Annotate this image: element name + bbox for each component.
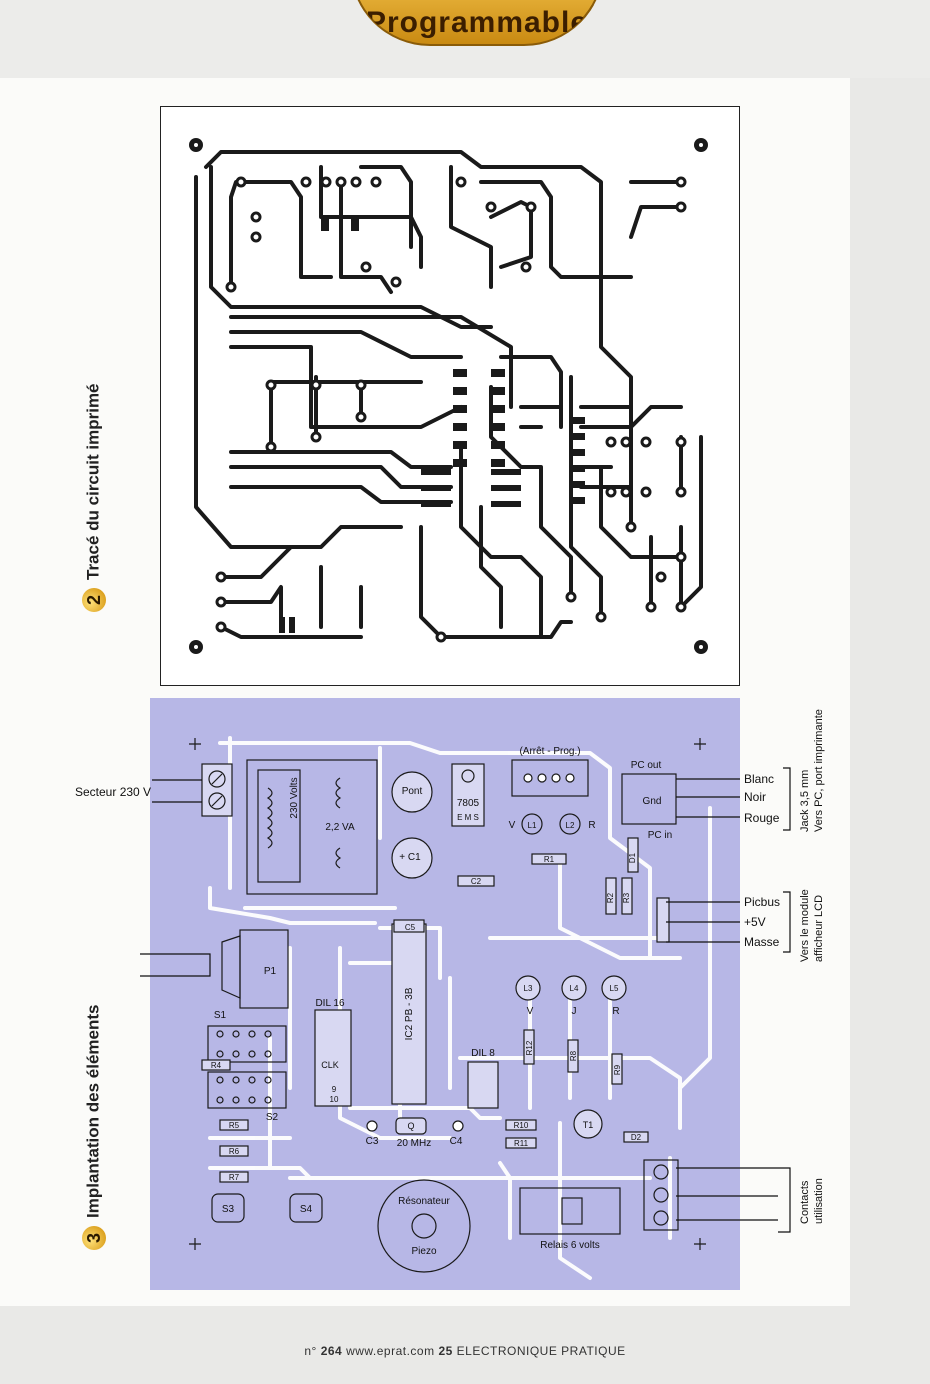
contacts-label: Contacts xyxy=(799,1180,811,1224)
r2-label: R2 xyxy=(606,892,615,903)
resonateur-label: Résonateur xyxy=(398,1196,450,1207)
gnd-label: Gnd xyxy=(643,796,662,807)
website: www.eprat.com xyxy=(346,1344,435,1358)
r1-label: R1 xyxy=(544,855,555,864)
regulator-pins-label: E M S xyxy=(457,813,479,822)
p1-label: P1 xyxy=(264,966,277,977)
clk-label: CLK xyxy=(321,1060,339,1070)
l4-label: L4 xyxy=(570,984,579,993)
jack-label: Jack 3,5 mm xyxy=(799,769,811,832)
l4-color-label: J xyxy=(572,1006,577,1017)
l5-color-label: R xyxy=(612,1006,619,1017)
pont-label: Pont xyxy=(402,786,423,797)
ic2-label: IC2 PB - 3B xyxy=(404,987,415,1040)
pc-in-label: PC in xyxy=(648,830,672,841)
c5-label: C5 xyxy=(405,923,416,932)
r10-label: R10 xyxy=(514,1121,529,1130)
d1-label: D1 xyxy=(628,852,637,863)
l3-label: L3 xyxy=(524,984,533,993)
s3-label: S3 xyxy=(222,1204,235,1215)
pcb-trace-artwork xyxy=(189,138,708,654)
picbus-label: Picbus xyxy=(744,895,781,909)
r6-label: R6 xyxy=(229,1147,240,1156)
r8-label: R8 xyxy=(569,1050,578,1061)
pcb-trace-figure xyxy=(160,106,740,686)
l2-label: L2 xyxy=(566,821,575,830)
quartz-frequency-label: 20 MHz xyxy=(397,1138,431,1149)
jack-note: Jack 3,5 mm Vers PC, port imprimante xyxy=(798,709,826,832)
pin10-label: 10 xyxy=(330,1095,339,1104)
r4-label: R4 xyxy=(211,1061,222,1070)
section-header-tab: Programmable xyxy=(350,0,604,46)
issue-prefix: n° xyxy=(304,1344,321,1358)
t1-label: T1 xyxy=(583,1120,594,1130)
page-footer: n° 264 www.eprat.com 25 ELECTRONIQUE PRA… xyxy=(0,1344,930,1358)
r12-label: R12 xyxy=(525,1040,534,1055)
led-r-label: R xyxy=(588,820,595,831)
r11-label: R11 xyxy=(514,1139,529,1148)
piezo-label: Piezo xyxy=(411,1246,436,1257)
regulator-label: 7805 xyxy=(457,798,480,809)
c1-label: + C1 xyxy=(399,852,421,863)
transfo-volts-label: 230 Volts xyxy=(289,777,300,818)
page-number: 25 xyxy=(438,1344,453,1358)
c3-label: C3 xyxy=(366,1136,379,1147)
r3-label: R3 xyxy=(622,892,631,903)
implantation-artwork: 230 Volts 2,2 VA Pont + C1 7805 E M S (A… xyxy=(189,736,712,1280)
l5-label: L5 xyxy=(610,984,619,993)
issue-number: 264 xyxy=(320,1344,343,1358)
masse-label: Masse xyxy=(744,935,780,949)
led-v-label: V xyxy=(509,820,516,831)
c2-label: C2 xyxy=(471,877,482,886)
d2-label: D2 xyxy=(631,1133,642,1142)
contacts-note: Contacts utilisation xyxy=(798,1178,826,1224)
pin9-label: 9 xyxy=(332,1085,337,1094)
r9-label: R9 xyxy=(613,1064,622,1075)
dil8-label: DIL 8 xyxy=(471,1048,495,1059)
implantation-figure: 230 Volts 2,2 VA Pont + C1 7805 E M S (A… xyxy=(150,698,740,1290)
c4-label: C4 xyxy=(450,1136,463,1147)
rouge-label: Rouge xyxy=(744,811,780,825)
l3-color-label: V xyxy=(527,1006,534,1017)
lcd-note: Vers le module afficheur LCD xyxy=(798,889,826,962)
vers-module-label: Vers le module xyxy=(799,889,811,962)
r5-label: R5 xyxy=(229,1121,240,1130)
dil16-label: DIL 16 xyxy=(315,998,345,1009)
l1-label: L1 xyxy=(528,821,537,830)
s4-label: S4 xyxy=(300,1204,313,1215)
s2-label: S2 xyxy=(266,1112,279,1123)
quartz-label: Q xyxy=(407,1121,414,1131)
afficheur-label: afficheur LCD xyxy=(813,894,825,962)
s1-label: S1 xyxy=(214,1010,227,1021)
transfo-va-label: 2,2 VA xyxy=(325,822,355,833)
secteur-label: Secteur 230 V xyxy=(75,785,152,799)
utilisation-label: utilisation xyxy=(813,1178,825,1224)
plus5v-label: +5V xyxy=(744,915,766,929)
noir-label: Noir xyxy=(744,790,767,804)
r7-label: R7 xyxy=(229,1173,240,1182)
header-tab-label: Programmable xyxy=(365,6,589,39)
vers-pc-label: Vers PC, port imprimante xyxy=(813,709,825,832)
arret-prog-label: (Arrêt - Prog.) xyxy=(519,746,580,757)
magazine-name: ELECTRONIQUE PRATIQUE xyxy=(456,1344,626,1358)
pc-out-label: PC out xyxy=(631,760,662,771)
relais-label: Relais 6 volts xyxy=(540,1240,599,1251)
blanc-label: Blanc xyxy=(744,772,775,786)
